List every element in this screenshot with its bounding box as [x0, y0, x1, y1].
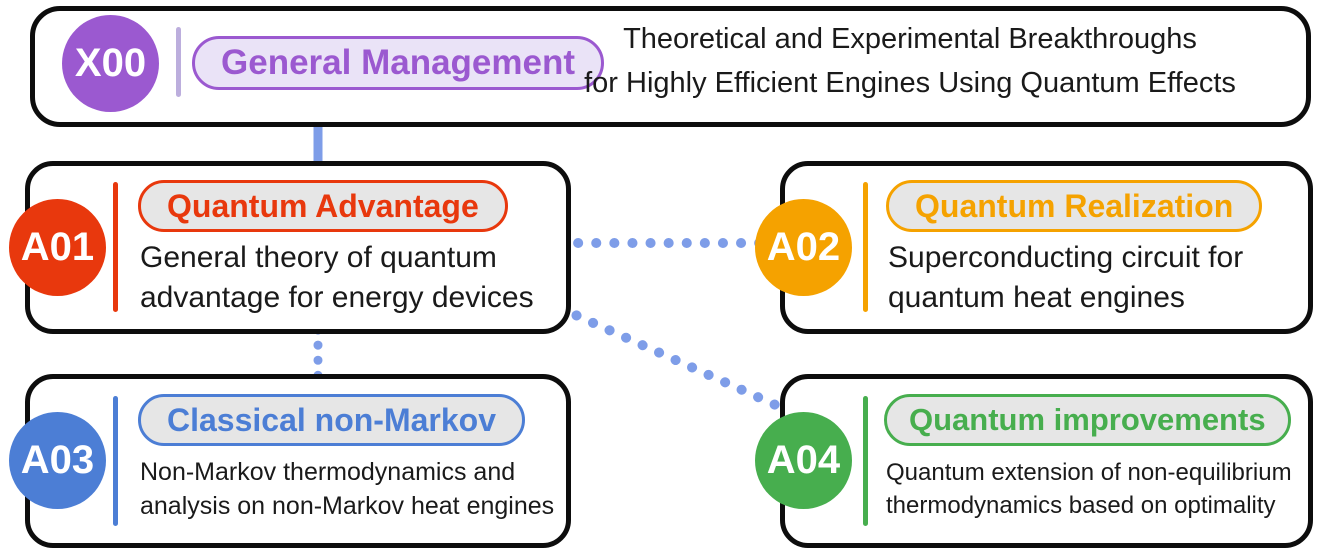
- connector-a01-a04: [555, 303, 805, 421]
- a03-id-circle: A03: [9, 412, 106, 509]
- x00-description: Theoretical and Experimental Breakthroug…: [584, 23, 1236, 99]
- a01-title-badge: Quantum Advantage: [138, 180, 508, 232]
- a04-id-label: A04: [766, 438, 841, 482]
- a03-title-badge: Classical non-Markov: [138, 394, 525, 446]
- a01-id-circle: A01: [9, 199, 106, 296]
- a03-title-label: Classical non-Markov: [167, 401, 496, 438]
- a03-id-label: A03: [20, 438, 95, 482]
- a03-description: Non-Markov thermodynamics and analysis o…: [140, 458, 555, 520]
- x00-title-badge: General Management: [192, 36, 604, 90]
- a04-title-badge: Quantum improvements: [884, 394, 1291, 446]
- a02-divider: [863, 182, 868, 312]
- a04-divider: [863, 396, 868, 526]
- a02-title-label: Quantum Realization: [915, 187, 1234, 224]
- a01-description: General theory of quantum advantage for …: [140, 241, 534, 314]
- a04-description: Quantum extension of non-equilibrium the…: [886, 459, 1292, 519]
- a02-id-circle: A02: [755, 199, 852, 296]
- a04-id-circle: A04: [755, 412, 852, 509]
- x00-divider: [176, 27, 181, 97]
- a02-description: Superconducting circuit for quantum heat…: [888, 241, 1244, 314]
- a01-id-label: A01: [20, 225, 95, 269]
- a04-title-label: Quantum improvements: [909, 402, 1266, 437]
- x00-title-label: General Management: [221, 43, 575, 82]
- x00-id-label: X00: [74, 41, 147, 85]
- a01-divider: [113, 182, 118, 312]
- x00-id-circle: X00: [62, 15, 159, 112]
- a02-id-label: A02: [766, 225, 841, 269]
- a01-title-label: Quantum Advantage: [167, 187, 479, 224]
- a03-divider: [113, 396, 118, 526]
- a02-title-badge: Quantum Realization: [886, 180, 1263, 232]
